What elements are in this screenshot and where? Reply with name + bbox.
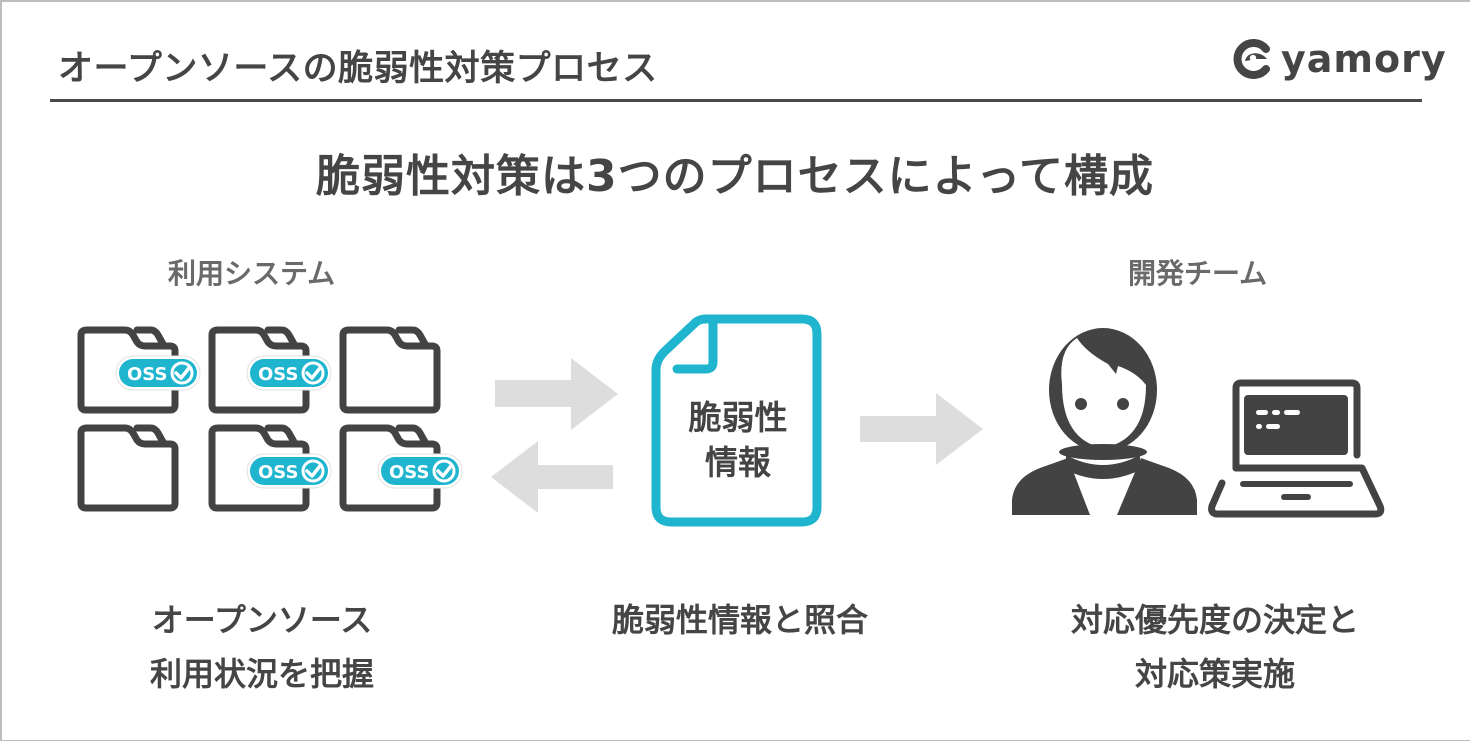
caption-left-line2: 利用状況を把握 bbox=[149, 655, 374, 693]
oss-check-badge: OSS bbox=[246, 453, 332, 489]
oss-check-badge: OSS bbox=[377, 453, 463, 489]
logo-text: yamory bbox=[1281, 37, 1447, 81]
document-label: 脆弱性 情報 bbox=[656, 395, 820, 485]
caption-left-line1: オープンソース bbox=[151, 601, 373, 639]
caption-center: 脆弱性情報と照合 bbox=[580, 593, 900, 647]
arrow-left-to-systems bbox=[491, 441, 613, 513]
folder-icon bbox=[77, 424, 179, 512]
check-icon bbox=[301, 361, 325, 385]
yamory-logo: yamory bbox=[1233, 37, 1447, 81]
caption-right: 対応優先度の決定と 対応策実施 bbox=[1040, 593, 1390, 701]
label-usage-system: 利用システム bbox=[168, 257, 336, 290]
header-divider bbox=[50, 99, 1422, 102]
oss-badge-text: OSS bbox=[258, 462, 298, 483]
yamory-logo-icon bbox=[1233, 39, 1270, 79]
check-icon bbox=[301, 459, 325, 483]
header-title: オープンソースの脆弱性対策プロセス bbox=[58, 49, 658, 89]
main-title: 脆弱性対策は3つのプロセスによって構成 bbox=[315, 151, 1155, 202]
document-label-line2: 情報 bbox=[705, 443, 771, 482]
folder-icon bbox=[339, 326, 441, 414]
arrow-right-to-document bbox=[495, 358, 618, 430]
oss-check-badge: OSS bbox=[115, 355, 201, 391]
caption-center-line1: 脆弱性情報と照合 bbox=[611, 601, 868, 639]
oss-badge-text: OSS bbox=[258, 364, 298, 385]
oss-badge-text: OSS bbox=[389, 462, 429, 483]
check-icon bbox=[170, 361, 194, 385]
oss-check-badge: OSS bbox=[246, 355, 332, 391]
label-dev-team: 開発チーム bbox=[1128, 257, 1268, 290]
arrow-right-to-team bbox=[860, 393, 983, 465]
document-label-line1: 脆弱性 bbox=[688, 398, 788, 437]
caption-right-line1: 対応優先度の決定と bbox=[1070, 601, 1359, 639]
check-icon bbox=[432, 459, 456, 483]
oss-badge-text: OSS bbox=[127, 364, 167, 385]
caption-left: オープンソース 利用状況を把握 bbox=[112, 593, 412, 701]
caption-right-line2: 対応策実施 bbox=[1134, 655, 1295, 693]
